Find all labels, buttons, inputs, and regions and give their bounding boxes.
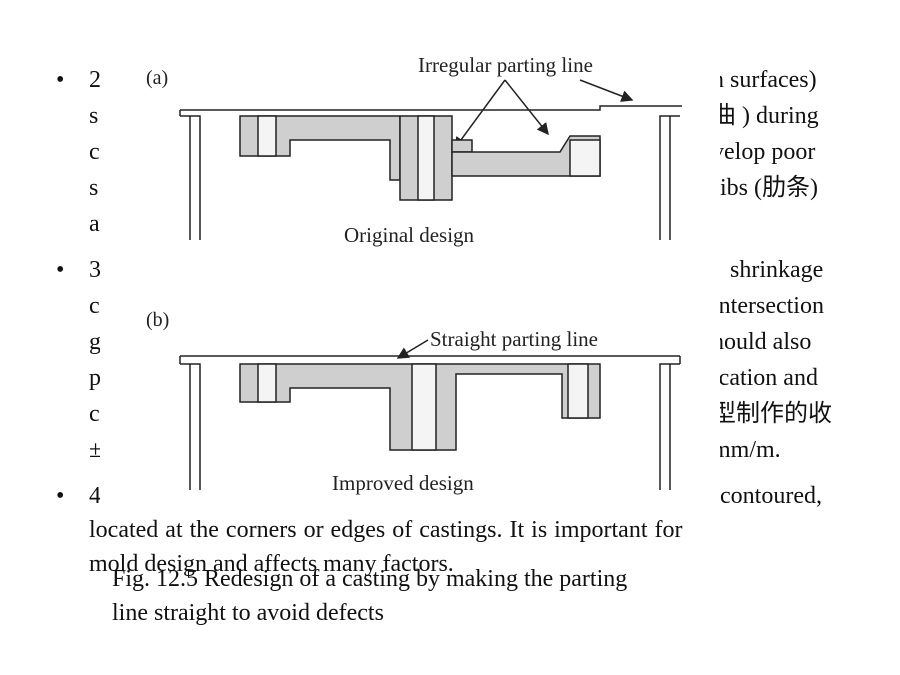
panel-b-caption: Improved design [332, 471, 474, 495]
bullet2-line-start: 2 [89, 67, 101, 93]
bullet3-line-start: 3 [89, 257, 101, 283]
panel-b-callout: Straight parting line [430, 327, 598, 351]
bullet2-line-end: velop poor [712, 139, 816, 165]
original-casting [179, 105, 682, 240]
callout-arrow [579, 79, 634, 102]
bullet2-line-end: n surfaces) [712, 67, 817, 93]
bullet3-line-end: 型制作的收 [712, 401, 832, 427]
bullet3-line-start: ± [89, 437, 103, 463]
bullet3-line-start: c [89, 401, 100, 427]
panel-b-label: (b) [146, 309, 169, 331]
bullet3-line-end: ication and [712, 365, 818, 391]
bullet4-line: located at the corners or edges of casti… [89, 517, 683, 543]
bullet2-line-start: s [89, 103, 99, 129]
bullet4-line: mold design and affects many factors. [89, 551, 454, 577]
bullet2-line-start: s [89, 175, 99, 201]
bullet-marker: • [56, 67, 65, 93]
bullet-marker: • [56, 483, 65, 509]
callout-arrow [396, 339, 429, 359]
figure-caption-line: Fig. 12.5 Redesign of a casting by makin… [112, 566, 628, 592]
improved-casting [179, 355, 681, 490]
casting-diagram: (a) Irregular parting line Original [146, 53, 682, 495]
bullet3-line-start: p [89, 365, 101, 391]
callout-arrow [454, 79, 506, 150]
bullet2-line-end: ribs (肋条) [712, 175, 818, 201]
bullet2-line-end: 曲 ) during [712, 103, 819, 129]
panel-a-label: (a) [146, 67, 168, 89]
bullet3-line-end: intersection [712, 293, 824, 319]
bullet3-line-end: mm/m. [712, 437, 781, 463]
callout-arrow [504, 79, 549, 136]
bullet3-line-start: c [89, 293, 100, 319]
casting-figure: (a) Irregular parting line Original [100, 40, 720, 500]
bullet3-line-end: shrinkage [730, 257, 824, 283]
bullet2-line-start: c [89, 139, 100, 165]
bullet-marker: • [56, 257, 65, 283]
panel-a-callout: Irregular parting line [418, 53, 593, 77]
panel-a-caption: Original design [344, 223, 475, 247]
bullet4-line-start: 4 [89, 483, 101, 509]
bullet2-line-start: a [89, 211, 100, 237]
bullet3-line-start: g [89, 329, 101, 355]
bullet4-line-end: contoured, [720, 483, 822, 509]
bullet3-line-end: hould also [712, 329, 812, 355]
figure-caption-line: line straight to avoid defects [112, 600, 384, 626]
